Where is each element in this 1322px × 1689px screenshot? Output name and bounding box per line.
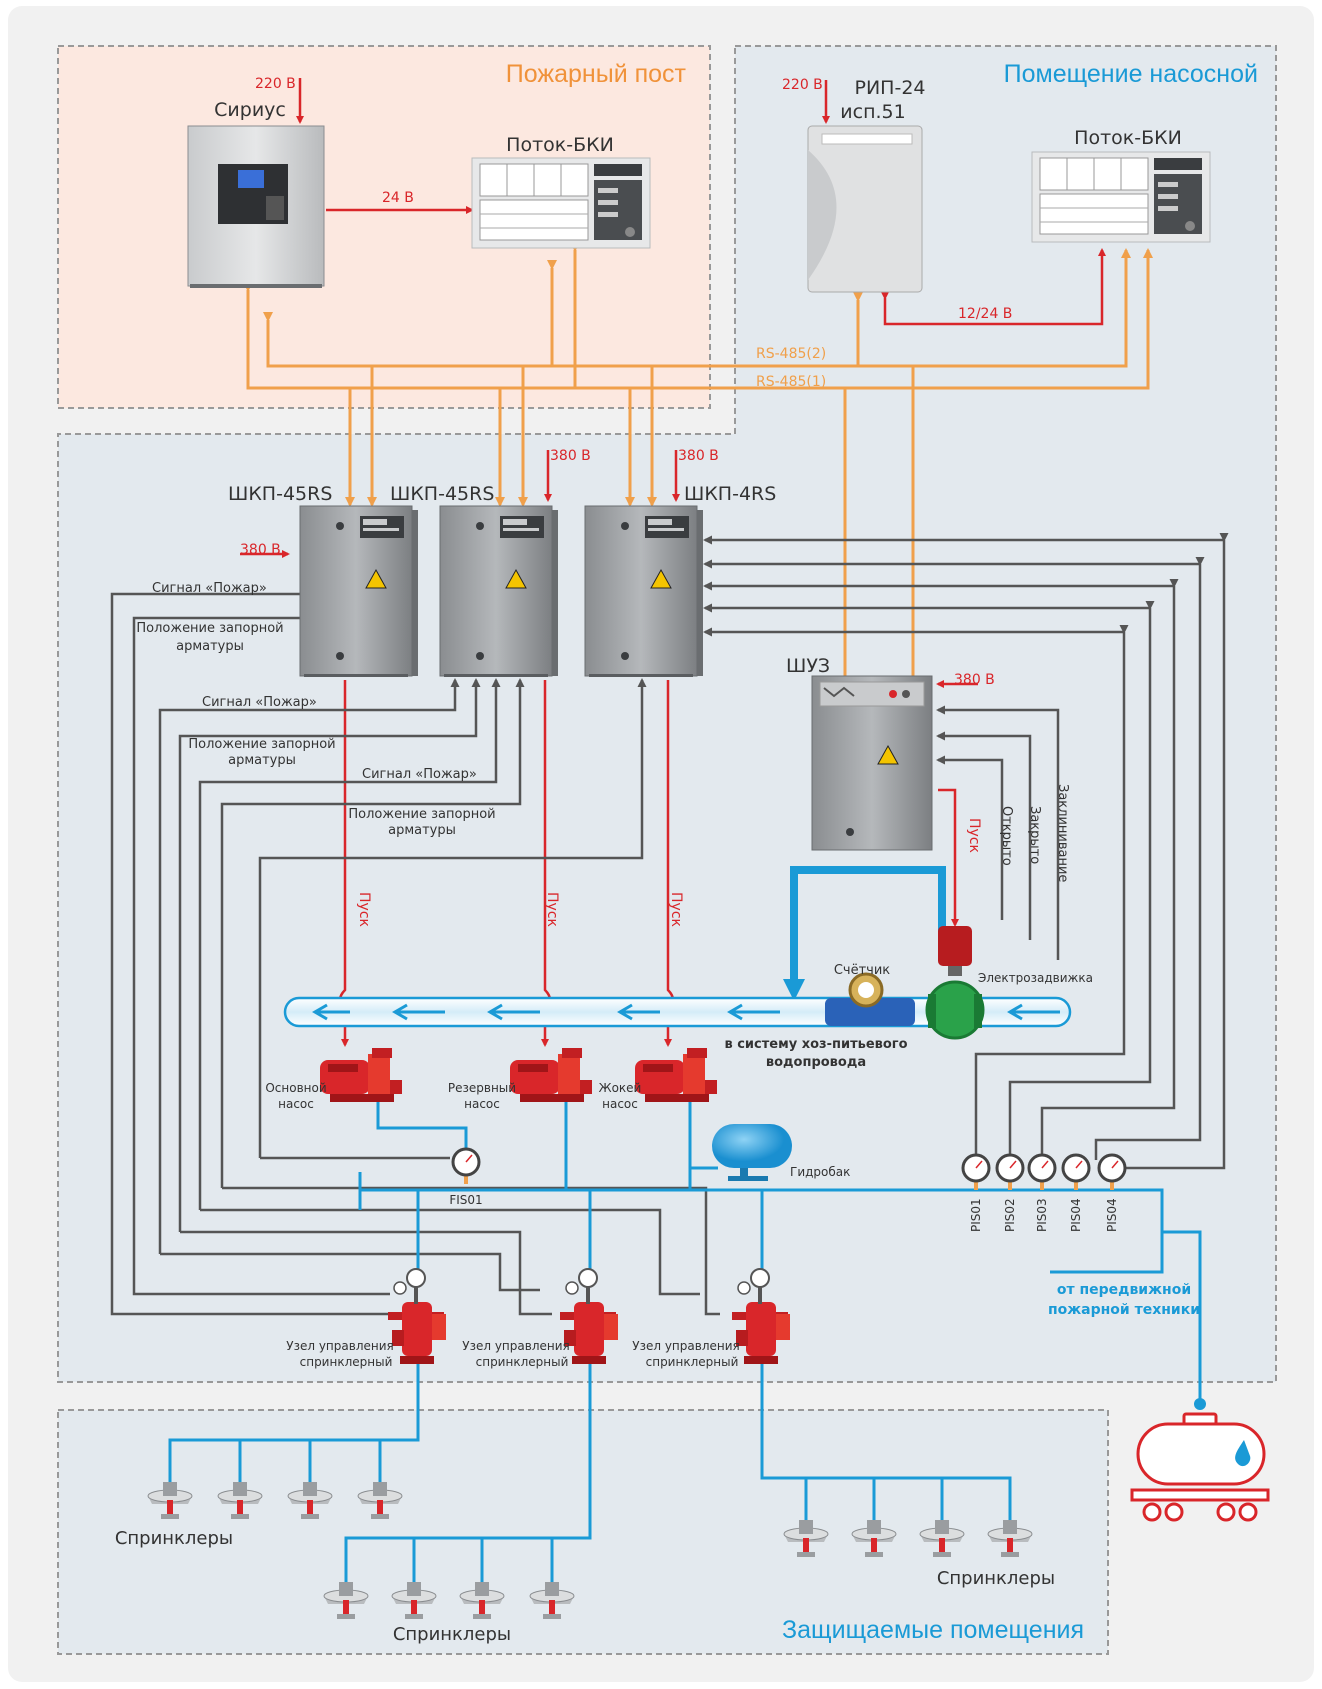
potok-bki-2-label: Поток-БКИ: [1074, 127, 1182, 149]
potok-bki-fire-post: [471, 157, 651, 249]
start-label-1: Пуск: [356, 892, 372, 927]
rip-24-label-line2: исп.51: [840, 101, 905, 123]
power-380-a-label: 380 В: [240, 542, 281, 558]
shkp-2-label: ШКП-45RS: [390, 483, 494, 505]
fire-signal-1: Сигнал «Пожар»: [152, 581, 267, 596]
fire-signal-2: Сигнал «Пожар»: [202, 695, 317, 710]
power-380-b-label: 380 В: [550, 448, 591, 464]
closed-label: Закрыто: [1027, 806, 1042, 864]
rs485-buses: [243, 242, 1153, 686]
sprinklers-label-1: Спринклеры: [115, 1528, 233, 1549]
main-pump-label-a: Основной: [265, 1081, 326, 1095]
pis04-label: PIS04: [1069, 1198, 1083, 1232]
node-3-label-b: спринклерный: [646, 1355, 739, 1369]
power-220-b-label: 220 В: [782, 77, 823, 93]
node-1-label-a: Узел управления: [286, 1339, 393, 1353]
zone-title-fire-post: Пожарный пост: [506, 60, 687, 88]
hydro-tank-label: Гидробак: [790, 1165, 850, 1179]
fis01-label: FIS01: [449, 1193, 482, 1207]
pis02-label: PIS02: [1003, 1198, 1017, 1232]
power-24-label: 24 В: [382, 190, 414, 206]
jockey-pump-label-b: насос: [602, 1097, 638, 1111]
shkp-4rs-cabinet: [584, 505, 704, 678]
power-380-c-label: 380 В: [678, 448, 719, 464]
fire-signal-3: Сигнал «Пожар»: [362, 767, 477, 782]
electro-valve-label: Электрозадвижка: [978, 971, 1093, 985]
node-2-label-a: Узел управления: [462, 1339, 569, 1353]
pipe-flow-arrows: [312, 1003, 1060, 1021]
jam-label: Заклинивание: [1055, 784, 1070, 882]
valve-position-1b: арматуры: [176, 639, 244, 654]
water-main-label-b: водопровода: [766, 1055, 866, 1070]
water-pipes: [168, 1078, 1202, 1584]
start-label-4: Пуск: [966, 818, 982, 853]
sprinklers-label-2: Спринклеры: [393, 1624, 511, 1645]
shuz-cabinet: [811, 675, 933, 851]
zone-title-pump-room: Помещение насосной: [1004, 60, 1258, 88]
valve-position-3b: арматуры: [388, 823, 456, 838]
power-220-a-label: 220 В: [255, 76, 296, 92]
potok-bki-pump-room: [1031, 151, 1211, 243]
node-3-label-a: Узел управления: [632, 1339, 739, 1353]
rs485-1-label: RS-485(1): [756, 374, 826, 390]
node-1-label-b: спринклерный: [300, 1355, 393, 1369]
bypass-arrow: [783, 866, 946, 1001]
opened-label: Открыто: [999, 806, 1014, 866]
hydro-tank: [712, 1124, 792, 1181]
rip-24-label-line1: РИП-24: [855, 77, 926, 99]
shkp-1-label: ШКП-45RS: [228, 483, 332, 505]
meter-label: Счётчик: [834, 963, 890, 978]
start-label-2: Пуск: [544, 892, 560, 927]
shkp-3-label: ШКП-4RS: [684, 483, 776, 505]
fire-truck-tank-icon: [1130, 1398, 1270, 1522]
potok-bki-1-label: Поток-БКИ: [506, 134, 614, 156]
main-pump-label-b: насос: [278, 1097, 314, 1111]
pis03-label: PIS03: [1035, 1198, 1049, 1232]
pis04-label-2: PIS04: [1105, 1198, 1119, 1232]
shkp-45rs-cabinet-2: [439, 505, 559, 678]
reserve-pump-label-b: насос: [464, 1097, 500, 1111]
pis01-label: PIS01: [969, 1198, 983, 1232]
water-meter: [825, 972, 915, 1026]
sirius-panel: [187, 125, 325, 288]
reserve-pump-label-a: Резервный: [448, 1081, 516, 1095]
start-label-3: Пуск: [668, 892, 684, 927]
power-12-24-label: 12/24 В: [958, 306, 1012, 322]
valve-position-1a: Положение запорной: [136, 621, 283, 636]
rs485-2-label: RS-485(2): [756, 346, 826, 362]
node-2-label-b: спринклерный: [476, 1355, 569, 1369]
signal-lines: [110, 533, 1229, 1316]
valve-position-2b: арматуры: [228, 753, 296, 768]
valve-position-3a: Положение запорной: [348, 807, 495, 822]
power-380-d-label: 380 В: [954, 672, 995, 688]
shuz-label: ШУЗ: [786, 655, 830, 677]
mobile-fire-label-a: от передвижной: [1057, 1282, 1191, 1298]
rip-24-power-supply: [807, 125, 923, 293]
valve-position-2a: Положение запорной: [188, 737, 335, 752]
shkp-45rs-cabinet-1: [299, 505, 419, 678]
zone-title-protected: Защищаемые помещения: [782, 1616, 1084, 1644]
sirius-label: Сириус: [214, 99, 286, 121]
jockey-pump-label-a: Жокей: [599, 1081, 642, 1095]
water-main-label-a: в систему хоз-питьевого: [724, 1037, 907, 1052]
mobile-fire-label-b: пожарной техники: [1048, 1302, 1200, 1318]
electro-valve: [925, 926, 985, 1040]
sprinklers-label-3: Спринклеры: [937, 1568, 1055, 1589]
